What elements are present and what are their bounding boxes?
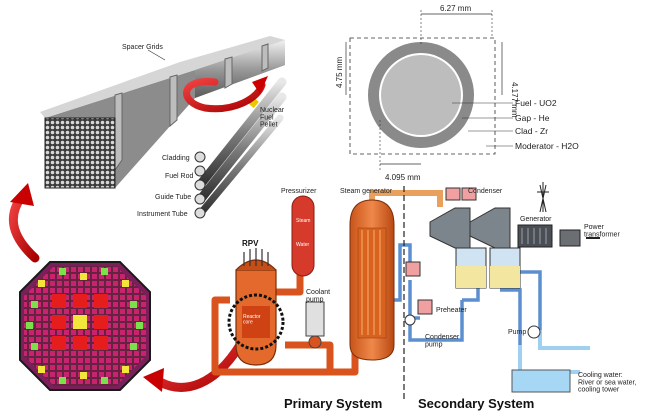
assembly-end-face xyxy=(44,117,116,189)
fuel-pellet-icon xyxy=(249,98,259,108)
core-yellow-assemblies xyxy=(38,273,129,379)
legend-gap: Gap - He xyxy=(515,113,550,123)
pump-icon xyxy=(527,325,541,339)
fuel-pellet-disk xyxy=(381,55,461,135)
instrument-tube-label: Instrument Tube xyxy=(137,211,188,218)
steam-piping xyxy=(369,190,443,207)
steam-generator xyxy=(349,199,395,361)
fuel-rods xyxy=(194,77,287,219)
dim-left-label: 4.75 mm xyxy=(335,57,344,88)
pressurizer-water-label: Water xyxy=(296,242,309,248)
transmission-tower-icon xyxy=(537,182,549,213)
steam-generator-label: Steam generator xyxy=(340,188,393,195)
rpv-label: RPV xyxy=(242,239,259,248)
legend-moderator: Moderator - H2O xyxy=(515,141,579,151)
legend-clad: Clad - Zr xyxy=(515,126,548,136)
coolant-pump xyxy=(305,301,325,349)
condenser-turbine-group xyxy=(429,187,521,289)
core-fuel-highlights xyxy=(52,294,108,350)
fuel-assembly xyxy=(40,36,285,189)
preheater-label: Preheater xyxy=(436,307,467,314)
assembly-arrow-icon xyxy=(183,78,266,113)
fuel-rod-label: Fuel Rod xyxy=(165,173,194,180)
power-transformer xyxy=(559,229,600,247)
generator xyxy=(517,224,553,248)
reactor-core-outline xyxy=(227,293,285,351)
cooling-water-label: Cooling water:River or sea water,cooling… xyxy=(578,372,636,394)
cladding-label: Cladding xyxy=(162,155,190,162)
legend-fuel: Fuel - UO2 xyxy=(515,98,557,108)
vessel-to-core-arrowhead-icon xyxy=(143,368,164,392)
moderator-cell xyxy=(349,37,496,155)
pressurizer-steam-label: Steam xyxy=(296,218,310,224)
primary-loop-piping xyxy=(211,271,359,376)
dim-bottom-label: 4.095 mm xyxy=(385,173,421,182)
condenser-label: Condenser xyxy=(468,188,503,195)
core-green-assemblies xyxy=(26,268,143,384)
assembly-arrowhead-icon xyxy=(252,76,268,94)
reactor-core-map xyxy=(19,261,151,391)
dim-top-label: 6.27 mm xyxy=(440,4,471,13)
pump-label: Pump xyxy=(508,329,526,336)
condenser-pump-icon xyxy=(404,314,416,326)
fuel-pin-cross-section: 6.27 mm 4.75 mm 4.177 mm 4.095 mm Fuel -… xyxy=(335,4,579,182)
dim-right-label: 4.177 mm xyxy=(510,82,519,118)
cooling-water-basin xyxy=(511,369,571,393)
guide-tube-label: Guide Tube xyxy=(155,194,191,201)
core-to-assembly-arrowhead-icon xyxy=(10,183,34,206)
preheater xyxy=(417,299,433,315)
primary-system-title: Primary System xyxy=(284,396,382,411)
vessel-to-core-arrow-icon xyxy=(155,340,245,392)
pressurizer-label: Pressurizer xyxy=(281,188,317,195)
generator-label: Generator xyxy=(520,216,552,223)
spacer-grids-label: Spacer Grids xyxy=(122,44,163,51)
pressurizer: Steam Water xyxy=(291,195,315,277)
secondary-system-title: Secondary System xyxy=(418,396,534,411)
feed-heater xyxy=(405,261,421,277)
